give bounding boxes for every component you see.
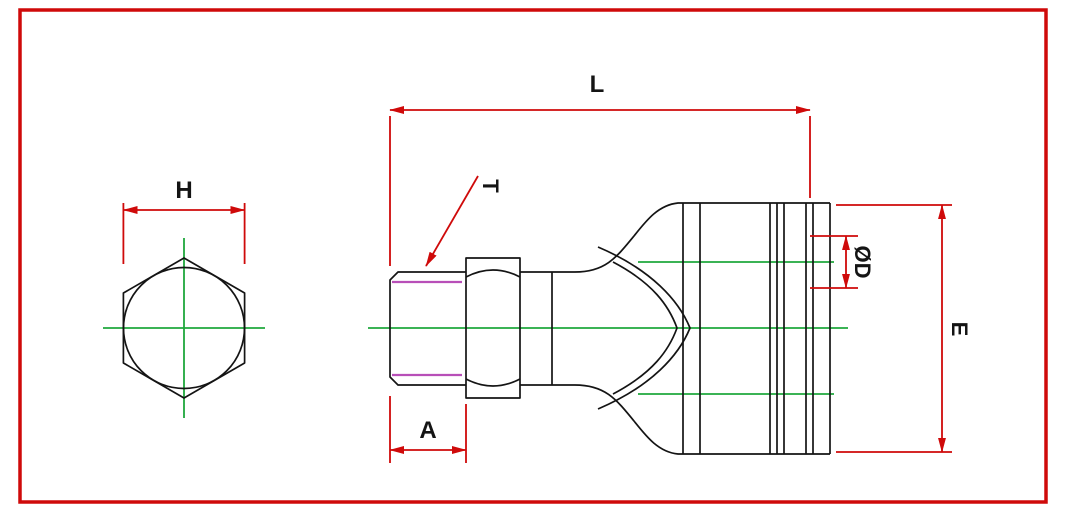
hex-chamfer-bottom (465, 378, 521, 387)
dimension-labels: H L A T ØD E (175, 71, 972, 444)
y-divider-inner (612, 261, 678, 395)
inscribed-circle (122, 266, 246, 390)
body-profile-bottom (574, 384, 830, 455)
drawing-border (18, 8, 1048, 504)
t-leader-line (425, 175, 479, 267)
centerlines (103, 238, 848, 418)
hex-end-view (122, 257, 246, 399)
part-outlines (122, 202, 831, 455)
thread-lines (392, 280, 462, 377)
od-label: ØD (850, 246, 875, 279)
a-label: A (419, 417, 436, 444)
l-label: L (590, 71, 605, 98)
t-label: T (478, 179, 503, 193)
hex-nut-side (465, 257, 521, 399)
hex-chamfer-top (465, 269, 521, 278)
dimensions (122, 106, 952, 463)
e-label: E (947, 322, 972, 337)
thread-outline (389, 271, 466, 386)
h-label: H (175, 177, 192, 204)
y-divider-outer (597, 246, 691, 410)
body-profile-top (574, 202, 830, 273)
